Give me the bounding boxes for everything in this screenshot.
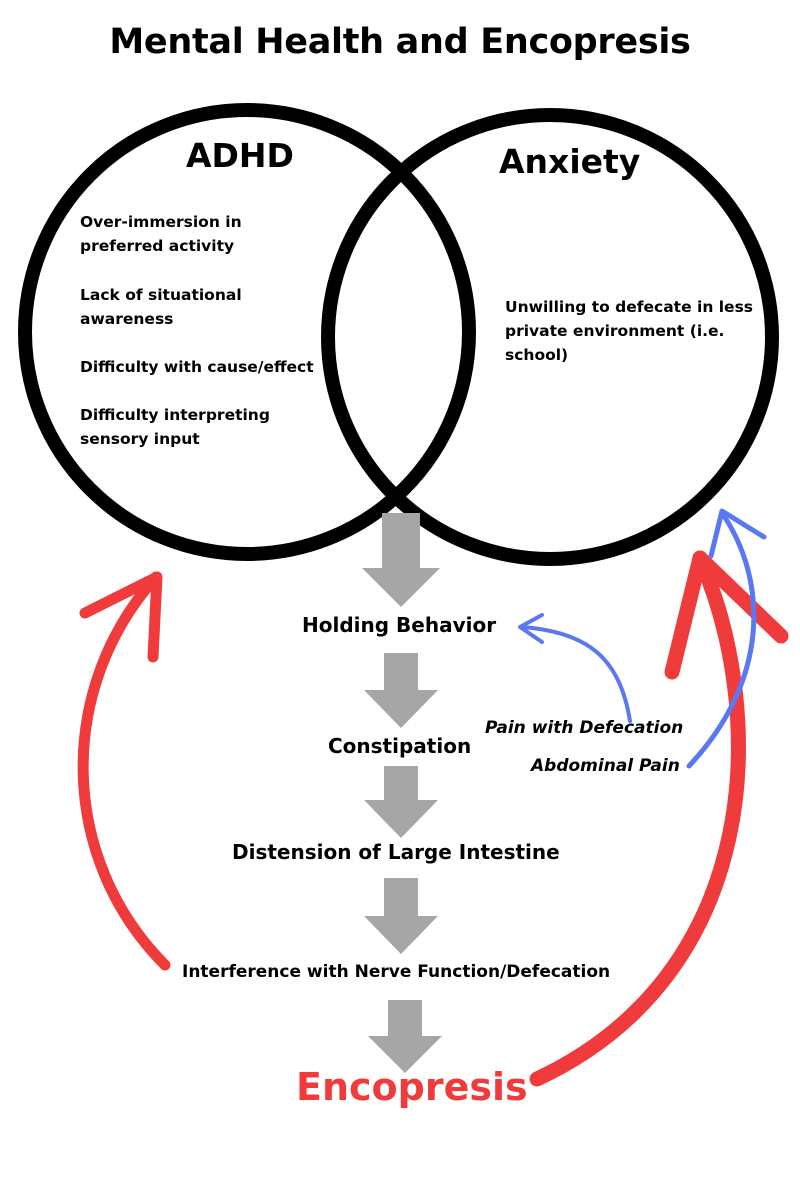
blue-arrow-anxiety xyxy=(686,508,767,769)
page-title: Mental Health and Encopresis xyxy=(109,22,691,62)
anxiety-label: Anxiety xyxy=(499,142,641,181)
flow-step-constipation: Constipation xyxy=(328,734,472,758)
adhd-item-1: Over-immersion in preferred activity xyxy=(80,213,242,255)
anxiety-item-1: Unwilling to defecate in less private en… xyxy=(505,298,754,364)
adhd-circle xyxy=(18,103,476,561)
adhd-item-3: Difficulty with cause/effect xyxy=(80,358,314,376)
flow-step-interference: Interference with Nerve Function/Defecat… xyxy=(182,962,611,982)
adhd-item-2: Lack of situational awareness xyxy=(80,286,242,328)
adhd-item-4: Difficulty interpreting sensory input xyxy=(80,406,270,448)
adhd-label: ADHD xyxy=(186,136,294,175)
flow-arrow-1 xyxy=(362,513,440,607)
final-encopresis: Encopresis xyxy=(296,1065,528,1109)
flow-step-distension: Distension of Large Intestine xyxy=(232,840,560,864)
flow-step-holding: Holding Behavior xyxy=(302,613,497,637)
anxiety-circle xyxy=(321,108,779,566)
red-arrow-left xyxy=(77,571,171,971)
flow-arrow-2 xyxy=(364,653,438,728)
flow-arrow-5 xyxy=(368,1000,442,1073)
note-abdominal-pain: Abdominal Pain xyxy=(531,756,680,776)
blue-arrow-holding xyxy=(518,613,632,723)
flow-arrow-4 xyxy=(364,878,438,954)
flow-arrows xyxy=(362,513,442,1073)
note-pain-defecation: Pain with Defecation xyxy=(485,718,684,738)
flow-arrow-3 xyxy=(364,766,438,838)
